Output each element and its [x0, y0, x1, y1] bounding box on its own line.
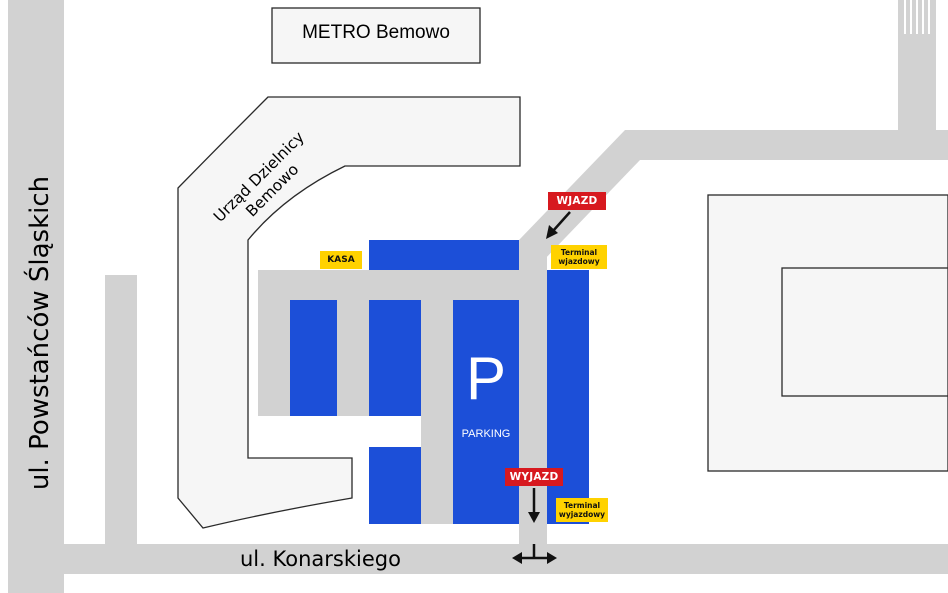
exit-terminal-line1: Terminal	[563, 501, 601, 510]
building-east-courtyard	[781, 267, 948, 397]
parking-block-top	[369, 240, 519, 270]
building-district-office	[177, 96, 521, 529]
parking-aisle-2	[421, 300, 453, 524]
building-metro	[271, 7, 481, 64]
cashier-badge: KASA	[320, 251, 362, 269]
exit-arrow-icon	[528, 488, 540, 523]
parking-areas	[290, 240, 589, 524]
parking-label: PARKING	[461, 428, 511, 440]
parking-block-main	[453, 300, 519, 524]
turn-arrow-icon	[520, 544, 548, 560]
exit-terminal-badge: Terminal wyjazdowy	[556, 498, 608, 522]
road-marking-stripes	[904, 0, 930, 34]
entrance-badge: WJAZD	[548, 192, 606, 210]
parking-aisle-left-edge	[258, 270, 290, 416]
metro-store-label: METRO Bemowo	[302, 22, 450, 43]
exit-terminal-line2: wyjazdowy	[558, 510, 606, 519]
parking-symbol: P	[465, 345, 507, 412]
parking-aisle-1	[337, 300, 369, 416]
road-konarskiego	[64, 544, 948, 574]
turn-arrow-left-head	[512, 552, 522, 564]
street-west-label: ul. Powstańców Śląskich	[25, 175, 55, 491]
road-north-east-horizontal	[625, 130, 948, 160]
entry-terminal-line1: Terminal	[560, 248, 598, 257]
entry-terminal-line2: wjazdowy	[558, 257, 600, 266]
road-powstancow-slaskich	[8, 0, 64, 593]
parking-block-2	[369, 300, 421, 416]
turn-arrow-right-head	[547, 552, 557, 564]
parking-aisle-top	[258, 270, 547, 300]
entrance-arrow-icon	[546, 211, 571, 239]
buildings	[177, 7, 948, 529]
parking-block-1	[290, 300, 337, 416]
street-south-label: ul. Konarskiego	[240, 547, 401, 571]
parking-block-2-lower	[369, 447, 421, 524]
exit-badge: WYJAZD	[505, 468, 563, 486]
entry-terminal-badge: Terminal wjazdowy	[551, 245, 607, 269]
road-side-vertical	[105, 275, 137, 544]
